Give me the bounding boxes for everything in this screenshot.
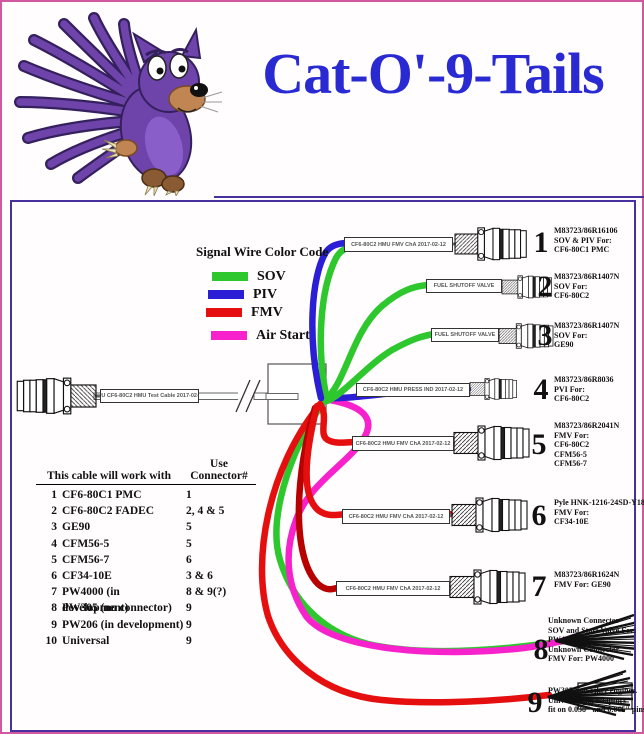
fmv-color-swatch — [206, 308, 242, 317]
sleeve-label-3: FUEL SHUTOFF VALVE — [431, 328, 499, 342]
connector-number-7: 7 — [531, 570, 547, 603]
connector-label-6: Pyle HNK-1216-24SD-Y188 FMV For: CF34-10… — [554, 498, 644, 526]
connector-label-3: M83723/86R1407N SOV For: GE90 — [554, 321, 620, 349]
compatibility-table: This cable will work with Use Connector#… — [36, 458, 256, 649]
cable-break-symbol — [235, 379, 261, 413]
wire-sov-to-connector2 — [322, 281, 432, 403]
connector-number-1: 1 — [533, 226, 549, 259]
connector7-drawing — [440, 568, 527, 606]
cat-with-nine-tails-icon — [14, 12, 223, 196]
main-cable-sleeve-label: EPU CF6-80C2 HMU Test Cable 2017-02-12 — [100, 389, 199, 403]
wire-fmv-to-connector7 — [295, 404, 452, 593]
table-header: This cable will work with Use Connector# — [36, 458, 256, 482]
connector-number-6: 6 — [531, 499, 547, 532]
connector6-drawing — [442, 496, 529, 534]
wire-sov-to-connector3 — [323, 330, 438, 405]
connector-label-8: Unknown Connector SOV and Start Valve Fo… — [548, 616, 637, 663]
connector-number-2: 2 — [537, 270, 553, 303]
connector1-drawing — [445, 226, 528, 262]
connector9-wire-fan — [546, 669, 634, 717]
legend: Signal Wire Color Code SOV PIV FMV Air S… — [196, 244, 329, 343]
connector-number-4: 4 — [533, 373, 549, 406]
legend-item-sov: SOV — [212, 269, 328, 284]
connector-label-1: M83723/86R16106 SOV & PIV For: CF6-80C1 … — [554, 226, 618, 254]
diagram-border — [10, 200, 636, 732]
sleeve-label-6: CF6-80C2 HMU FMV ChA 2017-02-12 — [342, 509, 450, 524]
connector5-drawing — [444, 424, 531, 462]
table-header-engines: This cable will work with — [47, 470, 171, 482]
wire-fmv-to-connector6 — [303, 402, 454, 519]
sov-color-swatch — [212, 272, 248, 281]
legend-item-airstart: Air Start — [211, 328, 328, 343]
connector-number-3: 3 — [537, 319, 553, 352]
wire-fmv-to-connector9 — [258, 403, 553, 706]
legend-title: Signal Wire Color Code — [196, 244, 329, 259]
connector-label-2: M83723/86R1407N SOV For: CF6-80C2 — [554, 272, 620, 300]
sleeve-label-4: CF6-80C2 HMU PRESS IND 2017-02-12 — [356, 383, 470, 397]
airstart-color-swatch — [211, 331, 247, 340]
connector-label-9: PW305 and other engines. Universal pin a… — [548, 686, 644, 714]
table-header-rule — [36, 484, 256, 485]
connector-number-8: 8 — [533, 633, 549, 666]
connector-label-7: M83723/86R1624N FMV For: GE90 — [554, 570, 620, 589]
junction-stub — [265, 393, 299, 400]
main-connector-drawing — [15, 376, 106, 416]
sleeve-label-1: CF6-80C2 HMU FMV ChA 2017-02-12 — [344, 237, 453, 252]
connector-number-9: 9 — [527, 686, 543, 719]
piv-color-swatch — [208, 290, 244, 299]
table-header-connector: Use Connector# — [190, 458, 248, 482]
wire-piv-to-connector1 — [309, 239, 352, 402]
wire-fmv-to-connector5 — [316, 400, 454, 446]
sleeve-label-7: CF6-80C2 HMU FMV ChA 2017-02-12 — [336, 581, 450, 596]
connector-label-5: M83723/86R2041N FMV For: CF6-80C2 CFM56-… — [554, 421, 620, 468]
page-title: Cat-O'-9-Tails — [262, 41, 605, 106]
legend-item-piv: PIV — [208, 287, 328, 302]
sleeve-label-2: FUEL SHUTOFF VALVE — [426, 279, 502, 293]
connector4-drawing — [464, 377, 518, 401]
pin-adaptor-box — [577, 682, 633, 710]
connector-number-5: 5 — [531, 428, 547, 461]
legend-item-fmv: FMV — [206, 305, 328, 320]
header-divider — [214, 196, 644, 198]
connector-label-4: M83723/86R8036 PVI For: CF6-80C2 — [554, 375, 614, 403]
sleeve-label-5: CF6-80C2 HMU FMV ChA 2017-02-12 — [352, 436, 454, 451]
